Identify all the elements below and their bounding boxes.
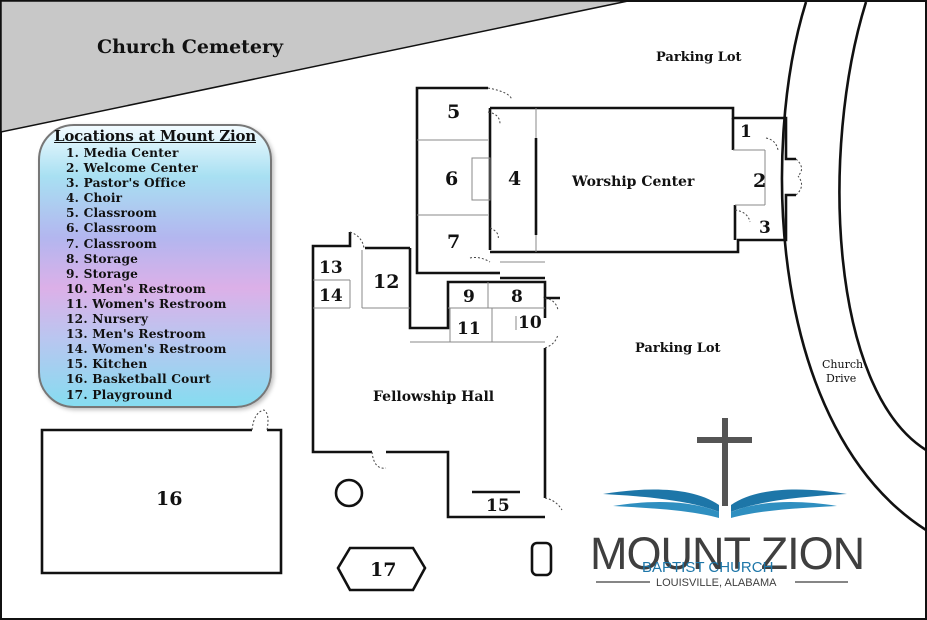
playground-circle [334,478,364,508]
corridor [490,261,545,280]
room-numbers: 1 2 3 4 5 6 7 8 9 10 11 12 13 14 15 16 1… [156,101,771,581]
church-drive-inner-curve [780,1,927,532]
parking-lot-right-label: Parking Lot [635,341,721,356]
legend-item: 7. Classroom [66,236,157,251]
room-8-label: 8 [511,287,523,307]
basketball-court-gate [251,409,269,431]
cemetery-area [0,0,629,133]
room-6-label: 6 [445,168,458,190]
legend-item: 12. Nursery [66,312,149,327]
playground-hexagon [336,546,427,592]
logo-subtitle: BAPTIST CHURCH [642,559,773,576]
basketball-court [40,428,283,575]
room-16-label: 16 [156,488,182,510]
room-13-label: 13 [319,258,343,278]
room-5-label: 5 [447,101,460,123]
legend-item: 3. Pastor's Office [66,176,187,191]
legend-item: 14. Women's Restroom [66,342,227,357]
fellowship-hall-label: Fellowship Hall [373,389,494,405]
room-15-label: 15 [486,496,510,516]
room-14-label: 14 [319,286,343,306]
legend-item: 1. Media Center [66,146,179,160]
legend-item: 16. Basketball Court [66,372,211,387]
legend-item: 6. Classroom [66,221,157,236]
locations-legend: Locations at Mount Zion 1. Media Center … [38,124,272,408]
room-10-label: 10 [518,313,542,333]
legend-item: 4. Choir [66,191,123,206]
legend-item: 2. Welcome Center [66,161,199,176]
wings-icon [603,489,847,518]
room-1-label: 1 [740,122,752,142]
room-3-label: 3 [759,218,771,238]
church-drive-label-2: Drive [826,372,856,385]
logo-location: LOUISVILLE, ALABAMA [656,577,777,589]
room-2-label: 2 [753,170,766,192]
cemetery-label: Church Cemetery [97,36,284,58]
room-9-label: 9 [463,287,475,307]
parking-lot-top-label: Parking Lot [656,50,742,65]
legend-item: 15. Kitchen [66,357,148,372]
logo-name: MOUNT ZION [590,528,864,579]
legend-item: 5. Classroom [66,206,157,221]
room-4-label: 4 [508,168,521,190]
legend-item: 13. Men's Restroom [66,327,206,342]
room-7-label: 7 [447,231,460,253]
legend-item: 9. Storage [66,266,139,281]
legend-list: 1. Media Center 2. Welcome Center 3. Pas… [66,146,227,403]
fellowship-building [311,231,563,519]
church-drive-label-1: Church [822,358,863,371]
cross-icon [697,418,752,506]
room-17-label: 17 [370,559,396,581]
legend-title: Locations at Mount Zion [53,127,256,145]
church-drive-outer-curve [838,1,927,452]
playground-slide [530,541,553,577]
room-11-label: 11 [457,319,481,339]
room-12-label: 12 [373,271,399,293]
legend-item: 11. Women's Restroom [66,296,227,311]
legend-item: 8. Storage [66,251,139,266]
worship-building [415,86,802,275]
legend-item: 10. Men's Restroom [66,281,206,296]
worship-center-label: Worship Center [571,174,695,190]
mount-zion-logo: MOUNT ZION BAPTIST CHURCH LOUISVILLE, AL… [590,418,865,589]
legend-item: 17. Playground [66,387,173,402]
